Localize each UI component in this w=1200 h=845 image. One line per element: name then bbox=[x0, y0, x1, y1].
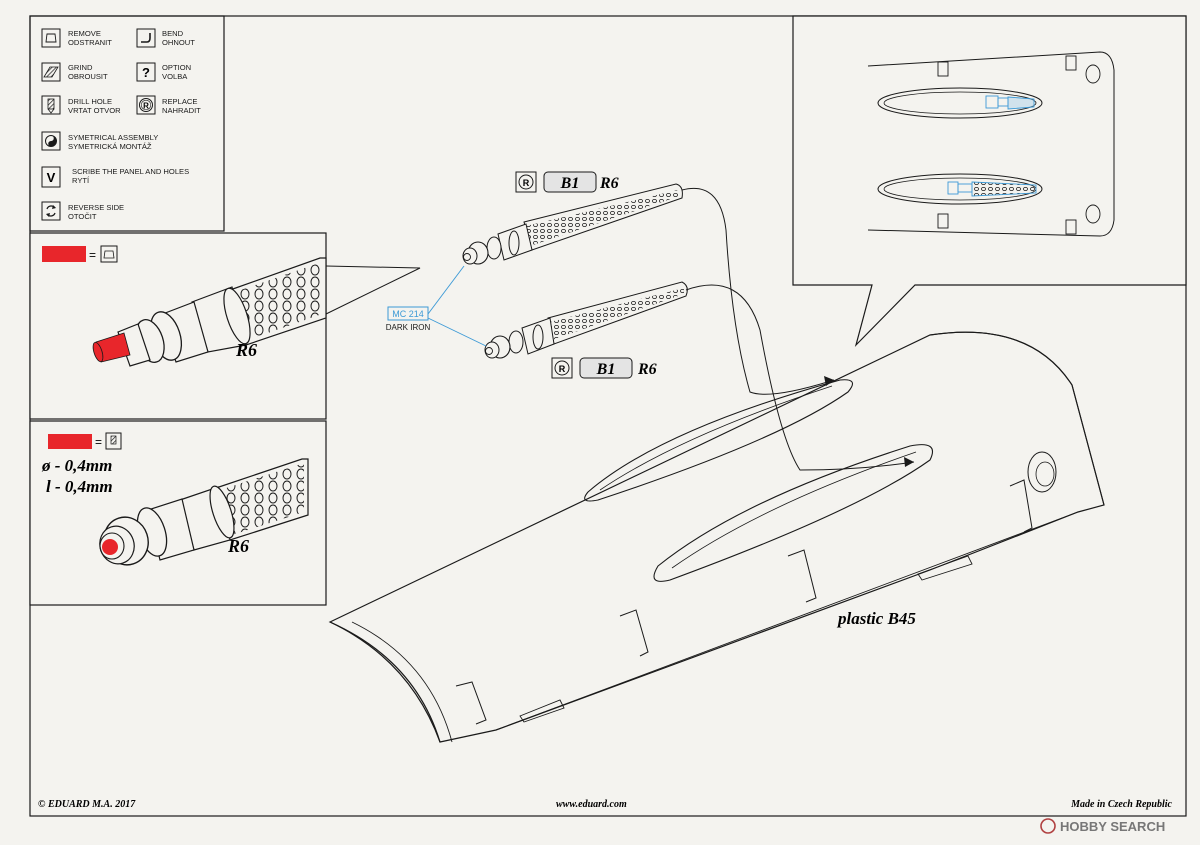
paint-callout: MC 214 DARK IRON bbox=[386, 265, 487, 347]
legend-replace-en: REPLACE bbox=[162, 97, 197, 106]
drill-icon-small bbox=[105, 432, 122, 450]
reverse-side-icon bbox=[41, 201, 61, 221]
callout-top-code: B1 bbox=[560, 175, 580, 192]
option-glyph: ? bbox=[142, 65, 150, 80]
barrel-detail-remove bbox=[92, 257, 327, 367]
svg-text:R: R bbox=[559, 364, 566, 374]
barrel-detail-drill bbox=[99, 458, 309, 566]
paint-code: MC 214 bbox=[392, 309, 424, 319]
wing-panel bbox=[328, 331, 1105, 743]
drill-equals: = bbox=[95, 435, 102, 449]
watermark-brand: HOBBY SEARCH bbox=[1060, 819, 1165, 834]
red-drill-hole bbox=[102, 539, 118, 555]
hobby-search-logo-icon bbox=[1040, 818, 1056, 834]
plastic-part-label: plastic B45 bbox=[836, 609, 916, 628]
assembly-arrow-lower bbox=[685, 284, 915, 471]
legend-replace-cz: NAHRADIT bbox=[162, 106, 201, 115]
legend-bend-en: BEND bbox=[162, 29, 184, 38]
detail-drill-box: = ø - 0,4mm l - 0,4mm R6 bbox=[29, 420, 327, 606]
top-view-inset bbox=[792, 15, 1187, 348]
drill-icon bbox=[41, 95, 61, 115]
drill-diameter: ø - 0,4mm bbox=[41, 456, 112, 475]
legend-bend-cz: OHNOUT bbox=[162, 38, 195, 47]
legend-remove-en: REMOVE bbox=[68, 29, 101, 38]
symmetrical-icon bbox=[41, 131, 61, 151]
legend-reverse-cz: OTOČIT bbox=[68, 212, 97, 221]
legend-drill-cz: VRTAT OTVOR bbox=[68, 106, 121, 115]
barrel-upper bbox=[462, 183, 683, 265]
legend-scribe-en: SCRIBE THE PANEL AND HOLES bbox=[72, 167, 189, 176]
legend-grind-en: GRIND bbox=[68, 63, 93, 72]
remove-equals: = bbox=[89, 248, 96, 262]
remove-icon-small bbox=[100, 245, 118, 263]
replace-glyph: R bbox=[143, 102, 149, 111]
callout-bottom-code: B1 bbox=[596, 361, 616, 378]
callout-top-part: R6 bbox=[599, 175, 619, 192]
legend-option-en: OPTION bbox=[162, 63, 191, 72]
callout-bottom-part: R6 bbox=[637, 361, 657, 378]
replace-icon: R bbox=[136, 95, 156, 115]
remove-detail-part-label: R6 bbox=[235, 340, 257, 360]
replace-icon: R bbox=[551, 357, 573, 379]
grind-icon bbox=[41, 62, 61, 82]
legend-reverse-en: REVERSE SIDE bbox=[68, 203, 124, 212]
svg-text:R: R bbox=[523, 178, 530, 188]
legend-option-cz: VOLBA bbox=[162, 72, 188, 81]
scribe-icon: V bbox=[41, 166, 61, 188]
legend-symmetrical-en: SYMETRICAL ASSEMBLY bbox=[68, 133, 158, 142]
ghost-barrel-lower bbox=[947, 181, 1037, 197]
drill-detail-part-label: R6 bbox=[227, 536, 249, 556]
assembly-arrow-upper bbox=[681, 188, 835, 395]
legend-symmetrical-cz: SYMETRICKÁ MONTÁŽ bbox=[68, 142, 152, 151]
footer-made-in: Made in Czech Republic bbox=[1070, 799, 1172, 810]
legend-remove-cz: ODSTRANIT bbox=[68, 38, 112, 47]
hobby-search-watermark: HOBBY SEARCH bbox=[1040, 818, 1165, 834]
callout-top: R B1 R6 bbox=[515, 171, 619, 193]
detail-remove-box: = R6 bbox=[29, 232, 327, 420]
legend-scribe-cz: RYTÍ bbox=[72, 176, 90, 185]
option-icon: ? bbox=[136, 62, 156, 82]
scribe-glyph: V bbox=[47, 170, 56, 185]
footer-website: www.eduard.com bbox=[556, 799, 627, 810]
ghost-barrel-upper bbox=[985, 95, 1035, 110]
replace-icon: R bbox=[515, 171, 537, 193]
legend: REMOVE ODSTRANIT BEND OHNOUT GRIND OBROU… bbox=[29, 15, 225, 232]
legend-drill-en: DRILL HOLE bbox=[68, 97, 112, 106]
drill-color-swatch bbox=[48, 434, 92, 449]
remove-color-swatch bbox=[42, 246, 86, 262]
legend-grind-cz: OBROUSIT bbox=[68, 72, 108, 81]
bend-icon bbox=[136, 28, 156, 48]
callout-bottom: R B1 R6 bbox=[551, 357, 657, 379]
footer-copyright: © EDUARD M.A. 2017 bbox=[38, 799, 136, 810]
drill-length: l - 0,4mm bbox=[46, 477, 113, 496]
barrel-lower bbox=[484, 281, 688, 359]
paint-name: DARK IRON bbox=[386, 323, 431, 332]
remove-icon bbox=[41, 28, 61, 48]
